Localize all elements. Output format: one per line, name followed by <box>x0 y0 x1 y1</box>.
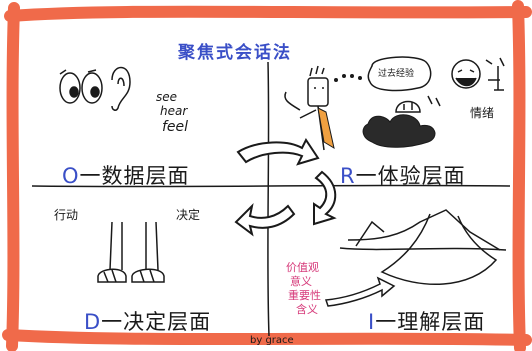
thought-dots-icon <box>334 74 362 82</box>
sense-hear: hear <box>160 104 188 118</box>
quadrant-r-label: 一体验层面 <box>355 164 466 188</box>
quadrant-i-letter: I <box>368 310 376 334</box>
speech-bubble-shape <box>367 56 432 92</box>
iceberg-icon <box>339 209 507 286</box>
quadrant-d-label: 一决定层面 <box>101 310 212 334</box>
decision-label: 决定 <box>176 208 201 222</box>
values-item-3: 重要性 <box>288 289 321 302</box>
arrow-r-to-i <box>313 170 337 226</box>
quadrant-d-letter: D <box>84 310 102 334</box>
sense-see: see <box>156 90 178 104</box>
ear-icon <box>111 66 131 111</box>
vertical-divider <box>267 61 270 337</box>
sad-face-icon <box>485 57 505 91</box>
person-figure <box>284 65 329 151</box>
quadrant-i-title: I一理解层面 <box>368 306 485 336</box>
values-item-1: 价值观 <box>286 261 319 274</box>
quadrant-d-title: D一决定层面 <box>84 306 211 336</box>
happy-face-icon <box>451 59 481 89</box>
action-label: 行动 <box>54 208 79 222</box>
page-title: 聚焦式会话法 <box>178 43 292 63</box>
quadrant-r-title: R一体验层面 <box>340 160 466 190</box>
sun-cloud-icon <box>395 100 421 113</box>
quadrant-o-label: 一数据层面 <box>79 164 190 188</box>
necktie-icon <box>317 107 335 150</box>
quadrant-i-label: 一理解层面 <box>375 310 486 334</box>
arrow-o-to-r <box>236 138 320 166</box>
quadrant-o-letter: O <box>62 164 80 188</box>
legs-icon <box>97 221 165 283</box>
raindrops-icon <box>427 95 441 107</box>
cycle-arrows <box>234 138 337 237</box>
eyes-icon <box>59 69 103 104</box>
quadrant-r-letter: R <box>340 164 356 188</box>
sense-feel: feel <box>162 119 189 135</box>
emotion-label: 情绪 <box>470 106 495 120</box>
horizontal-divider <box>31 184 511 188</box>
storm-cloud-icon <box>362 114 436 148</box>
values-item-4: 含义 <box>296 303 318 316</box>
values-item-2: 意义 <box>290 275 312 288</box>
speech-bubble-text: 过去经验 <box>378 69 415 79</box>
quadrant-o-title: O一数据层面 <box>62 160 190 190</box>
values-arrow <box>324 276 396 307</box>
arrow-i-to-d <box>234 202 296 237</box>
byline: by grace <box>250 335 294 346</box>
